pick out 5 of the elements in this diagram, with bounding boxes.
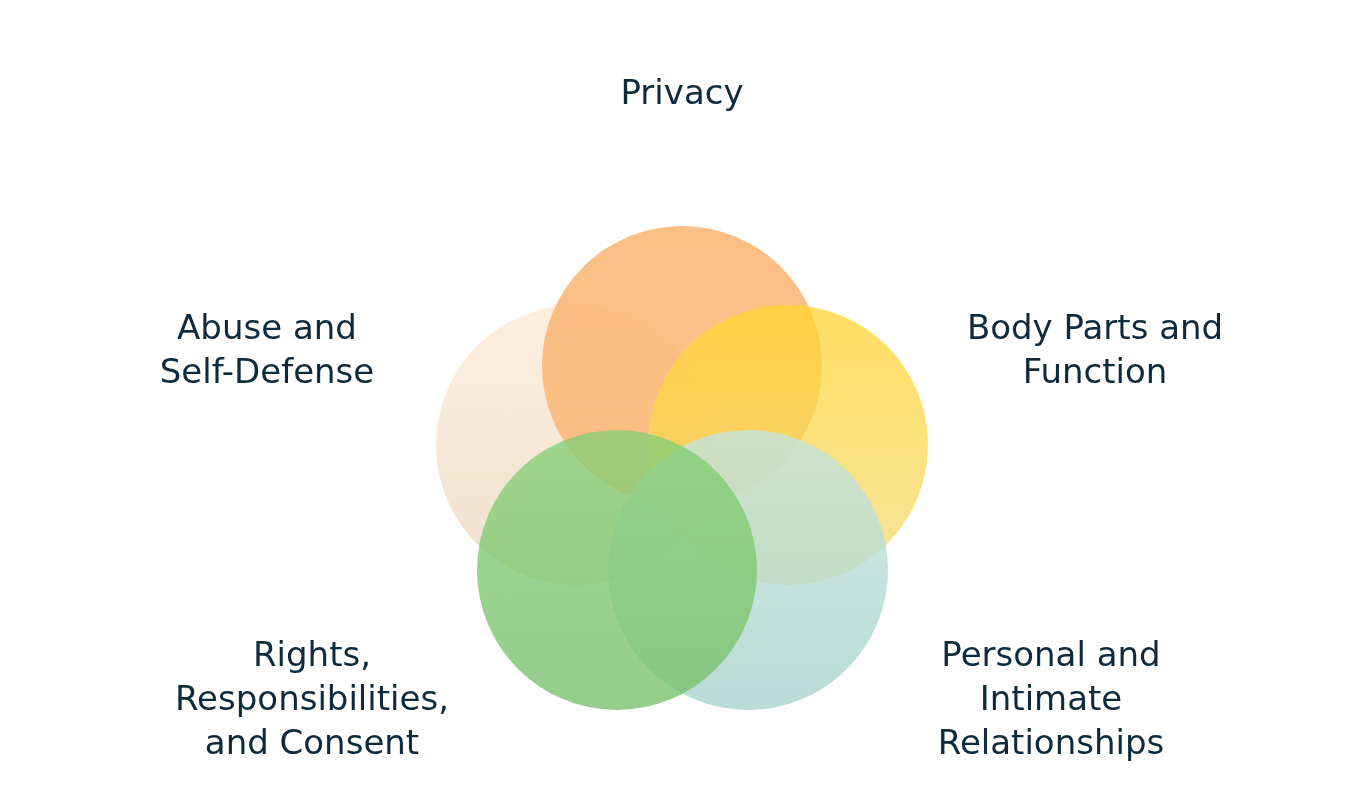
topic-label: Body Parts and Function: [965, 306, 1225, 393]
topic-label: Rights, Responsibilities, and Consent: [174, 633, 450, 764]
topic-label: Personal and Intimate Relationships: [936, 633, 1166, 764]
topic-label: Privacy: [619, 71, 745, 114]
topic-label: Abuse and Self-Defense: [158, 306, 376, 393]
